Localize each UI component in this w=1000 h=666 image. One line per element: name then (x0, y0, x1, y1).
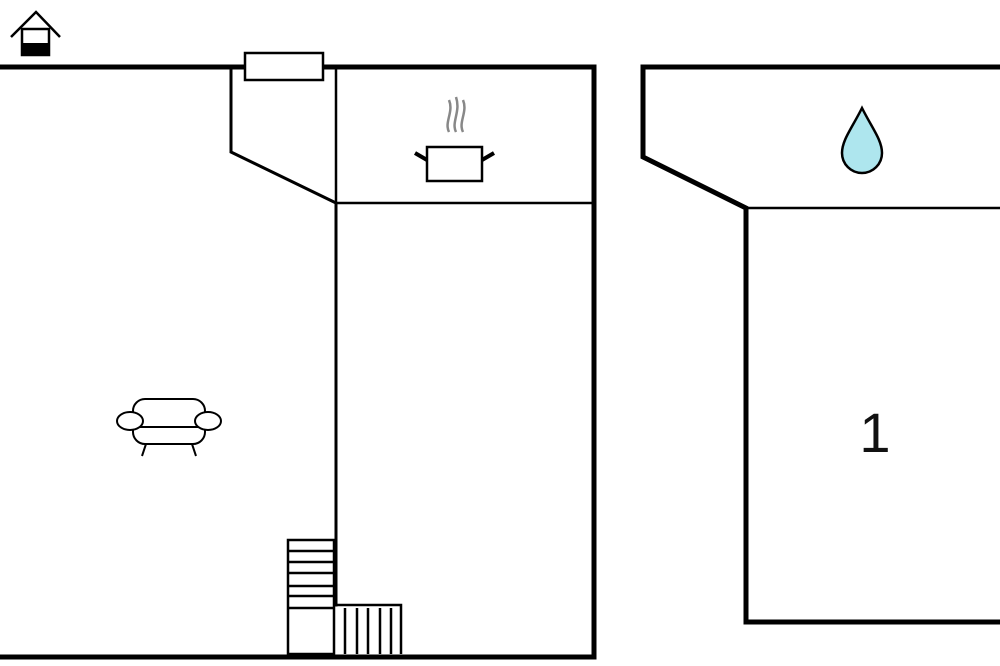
water-drop-icon (840, 105, 884, 175)
house-entrance-icon (10, 10, 61, 57)
outer-wall-left-building (0, 64, 597, 660)
sofa-icon (116, 398, 222, 457)
interior-wall (229, 65, 338, 607)
cooking-pot-icon (413, 96, 496, 183)
outer-wall-right-building (640, 64, 1000, 625)
bedroom-number-label: 1 (859, 401, 890, 464)
stairs-icon (286, 538, 403, 656)
kitchen-wall (334, 65, 594, 205)
window-icon (243, 51, 325, 82)
